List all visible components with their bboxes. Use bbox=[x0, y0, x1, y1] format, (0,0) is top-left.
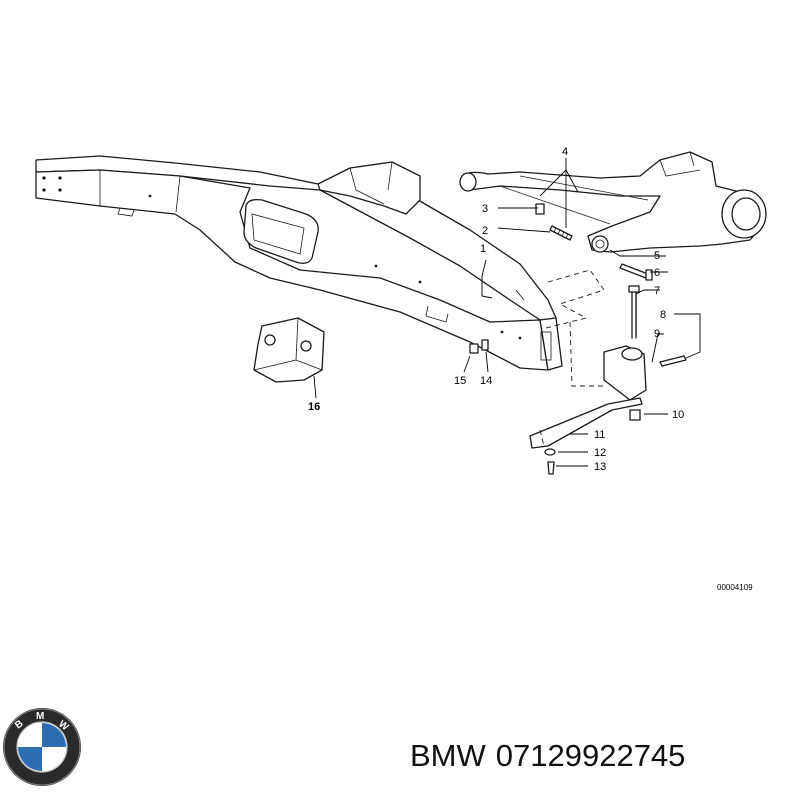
bracket-part-16 bbox=[253, 317, 325, 383]
callout-13: 13 bbox=[594, 461, 606, 473]
callout-14: 14 bbox=[480, 375, 492, 387]
bolt-part-14 bbox=[481, 339, 489, 351]
callout-4: 4 bbox=[562, 146, 568, 158]
svg-text:M: M bbox=[36, 711, 44, 722]
callout-7: 7 bbox=[654, 285, 660, 297]
callout-11: 11 bbox=[594, 429, 605, 441]
nut-part-3 bbox=[535, 203, 545, 215]
part-caption: BMW 07129922745 bbox=[410, 738, 695, 774]
bolt-part-9 bbox=[659, 355, 687, 367]
trailing-arm bbox=[459, 151, 767, 253]
callout-15: 15 bbox=[454, 375, 466, 387]
leader-lines bbox=[313, 158, 701, 467]
callout-8: 8 bbox=[660, 309, 666, 321]
brand-name: BMW bbox=[410, 738, 486, 773]
callout-2: 2 bbox=[482, 225, 488, 237]
assembly-line-b bbox=[569, 321, 604, 387]
stud-part-2 bbox=[549, 225, 573, 241]
frame-beam bbox=[35, 155, 563, 371]
bolt-part-7 bbox=[631, 289, 637, 339]
callout-10: 10 bbox=[672, 409, 684, 421]
assembly-line-c bbox=[539, 429, 545, 447]
nut-part-10 bbox=[629, 409, 641, 421]
washer-part-12 bbox=[544, 448, 556, 456]
callout-12: 12 bbox=[594, 447, 606, 459]
part-number: 07129922745 bbox=[495, 738, 686, 773]
bmw-logo: B M W bbox=[3, 708, 81, 786]
nut-part-15 bbox=[469, 343, 479, 354]
callout-6: 6 bbox=[654, 267, 660, 279]
callout-3: 3 bbox=[482, 203, 488, 215]
bolt-part-6 bbox=[619, 263, 649, 279]
callout-16: 16 bbox=[308, 401, 320, 413]
drawing-number: 00004109 bbox=[717, 583, 753, 592]
callout-1: 1 bbox=[480, 243, 486, 255]
bracket-part-11 bbox=[529, 397, 643, 449]
callout-9: 9 bbox=[654, 328, 660, 340]
assembly-line-a bbox=[545, 269, 605, 329]
screw-part-13 bbox=[547, 461, 555, 475]
callout-labels: 1 2 3 4 5 6 7 8 9 10 11 12 13 14 15 16 bbox=[308, 146, 684, 473]
callout-5: 5 bbox=[654, 250, 660, 262]
